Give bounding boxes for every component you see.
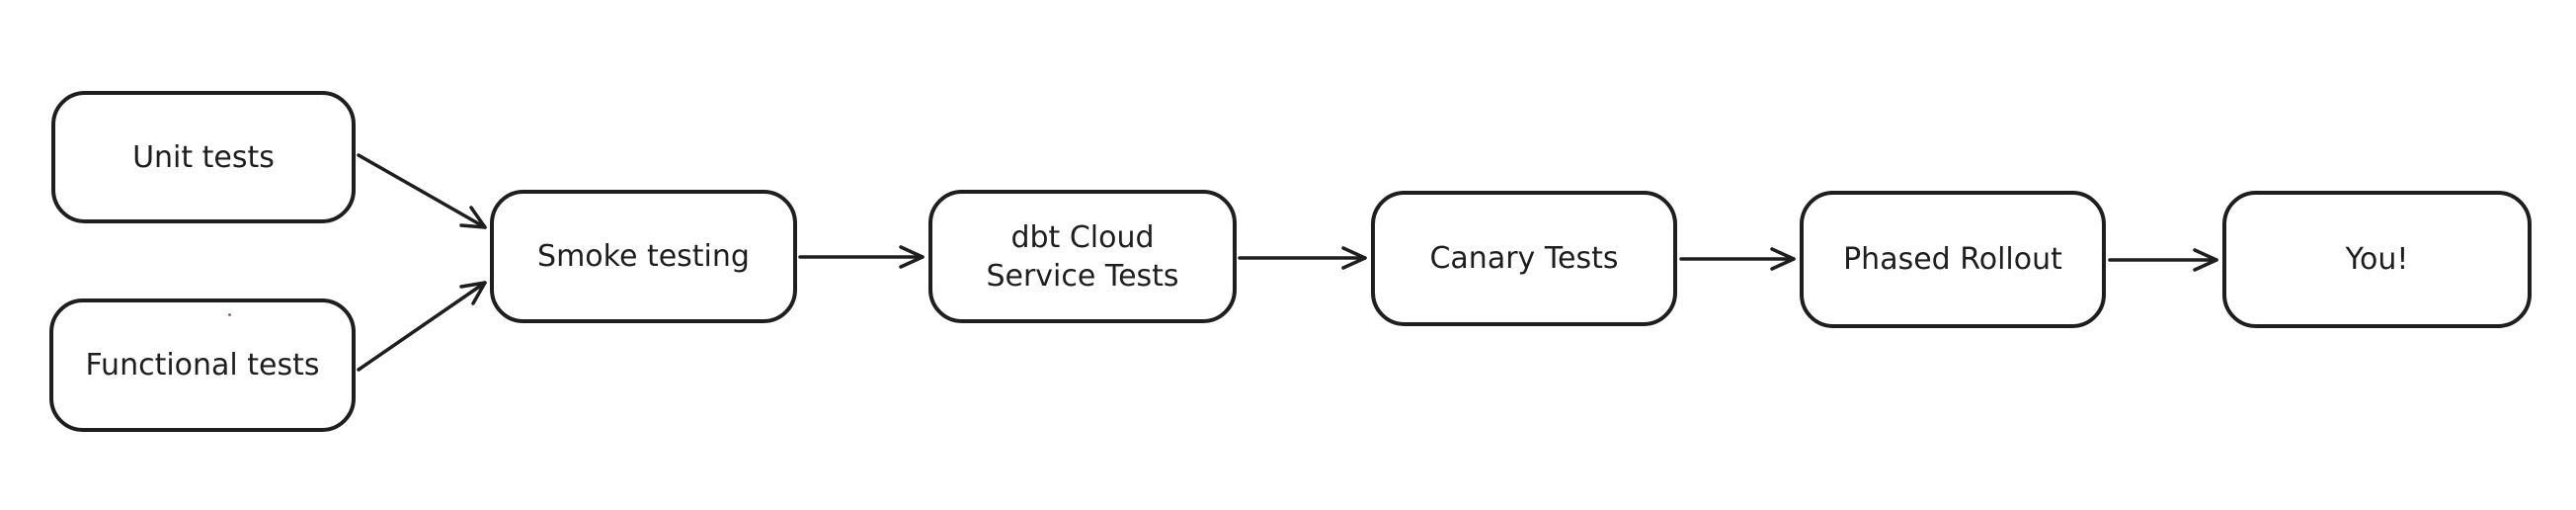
node-dbt-cloud-service-tests-label: dbt Cloud Service Tests (986, 219, 1179, 294)
node-canary-tests[interactable]: Canary Tests (1371, 191, 1677, 326)
node-you[interactable]: You! (2222, 191, 2532, 328)
node-phased-rollout[interactable]: Phased Rollout (1800, 191, 2106, 328)
node-functional-tests-label: Functional tests (85, 348, 320, 382)
node-functional-tests[interactable]: Functional tests (49, 298, 356, 432)
node-smoke-testing-label: Smoke testing (537, 239, 750, 274)
node-unit-tests[interactable]: Unit tests (51, 91, 356, 223)
arrow-smoke-testing-to-dbt-cloud-service-tests[interactable] (798, 245, 925, 269)
node-canary-tests-label: Canary Tests (1429, 241, 1619, 276)
arrow-phased-rollout-to-you[interactable] (2108, 248, 2218, 272)
stray-red-dot-artifact (228, 313, 231, 316)
node-unit-tests-label: Unit tests (132, 139, 275, 175)
node-you-label: You! (2345, 242, 2409, 277)
node-dbt-cloud-service-tests[interactable]: dbt Cloud Service Tests (928, 190, 1237, 323)
arrow-functional-tests-to-smoke-testing[interactable] (357, 281, 487, 372)
arrow-dbt-cloud-service-tests-to-canary-tests[interactable] (1238, 246, 1367, 270)
arrow-unit-tests-to-smoke-testing[interactable] (357, 153, 487, 229)
arrow-canary-tests-to-phased-rollout[interactable] (1679, 247, 1796, 271)
node-smoke-testing[interactable]: Smoke testing (490, 190, 797, 323)
node-phased-rollout-label: Phased Rollout (1843, 242, 2062, 277)
